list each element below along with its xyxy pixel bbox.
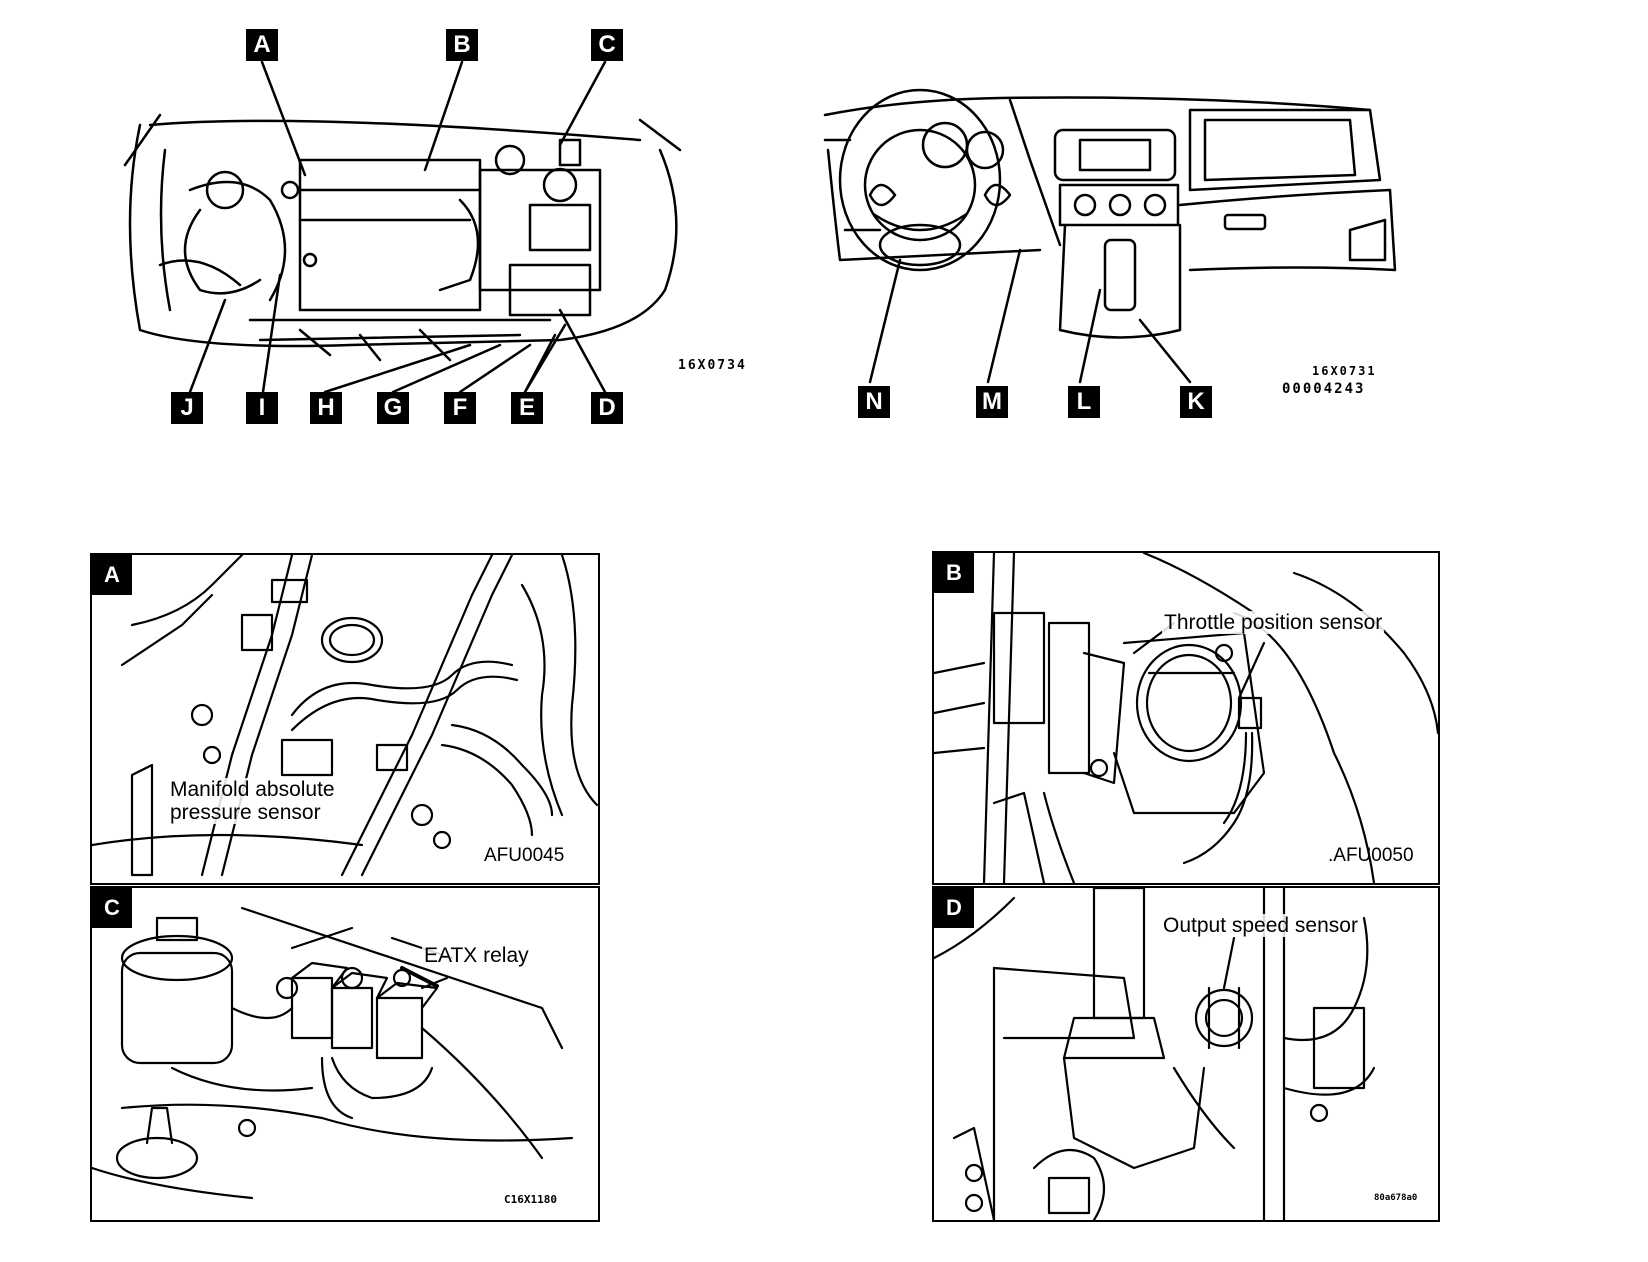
- panel-b-tag: B: [934, 553, 974, 593]
- detail-panel-a: A Manifold absolute pressure sensor AFU0…: [90, 553, 600, 885]
- panel-a-label-line-1: Manifold absolute: [168, 778, 337, 801]
- dash-figure-code-1: 16X0731: [1312, 364, 1377, 378]
- callout-dash-l: L: [1068, 386, 1100, 418]
- callout-dash-k: K: [1180, 386, 1212, 418]
- engine-bay-drawing: [123, 60, 682, 394]
- engine-figure-code: 16X0734: [678, 358, 747, 373]
- panel-a-drawing: [92, 555, 598, 877]
- detail-panel-b: B Throttle position sensor .AFU0050: [932, 551, 1440, 885]
- overview-drawings: [123, 60, 1397, 394]
- callout-engine-i: I: [246, 392, 278, 424]
- callout-engine-e: E: [511, 392, 543, 424]
- panel-b-code: .AFU0050: [1328, 845, 1414, 866]
- callout-engine-f: F: [444, 392, 476, 424]
- callout-dash-n: N: [858, 386, 890, 418]
- callout-engine-g: G: [377, 392, 409, 424]
- panel-a-tag: A: [92, 555, 132, 595]
- callout-engine-b: B: [446, 29, 478, 61]
- panel-d-code: 80a678a0: [1374, 1193, 1418, 1203]
- panel-d-drawing: [934, 888, 1376, 1220]
- dash-figure-code-2: 00004243: [1282, 381, 1366, 397]
- panel-d-tag: D: [934, 888, 974, 928]
- panel-c-drawing: [92, 906, 574, 1200]
- callout-engine-d: D: [591, 392, 623, 424]
- panel-c-label: EATX relay: [422, 944, 531, 967]
- panel-c-code: C16X1180: [504, 1193, 557, 1206]
- panel-c-tag: C: [92, 888, 132, 928]
- panel-a-label-line-2: pressure sensor: [168, 801, 323, 824]
- callout-engine-c: C: [591, 29, 623, 61]
- panel-a-code: AFU0045: [484, 845, 565, 866]
- panel-b-label: Throttle position sensor: [1162, 611, 1385, 634]
- callout-dash-m: M: [976, 386, 1008, 418]
- callout-engine-j: J: [171, 392, 203, 424]
- callout-engine-a: A: [246, 29, 278, 61]
- dashboard-drawing: [823, 88, 1397, 384]
- panel-b-drawing: [934, 553, 1438, 883]
- detail-panel-c: C EATX relay C16X1180: [90, 886, 600, 1222]
- detail-panel-d: D Output speed sensor 80a678a0: [932, 886, 1440, 1222]
- callout-engine-h: H: [310, 392, 342, 424]
- panel-d-label: Output speed sensor: [1161, 914, 1360, 937]
